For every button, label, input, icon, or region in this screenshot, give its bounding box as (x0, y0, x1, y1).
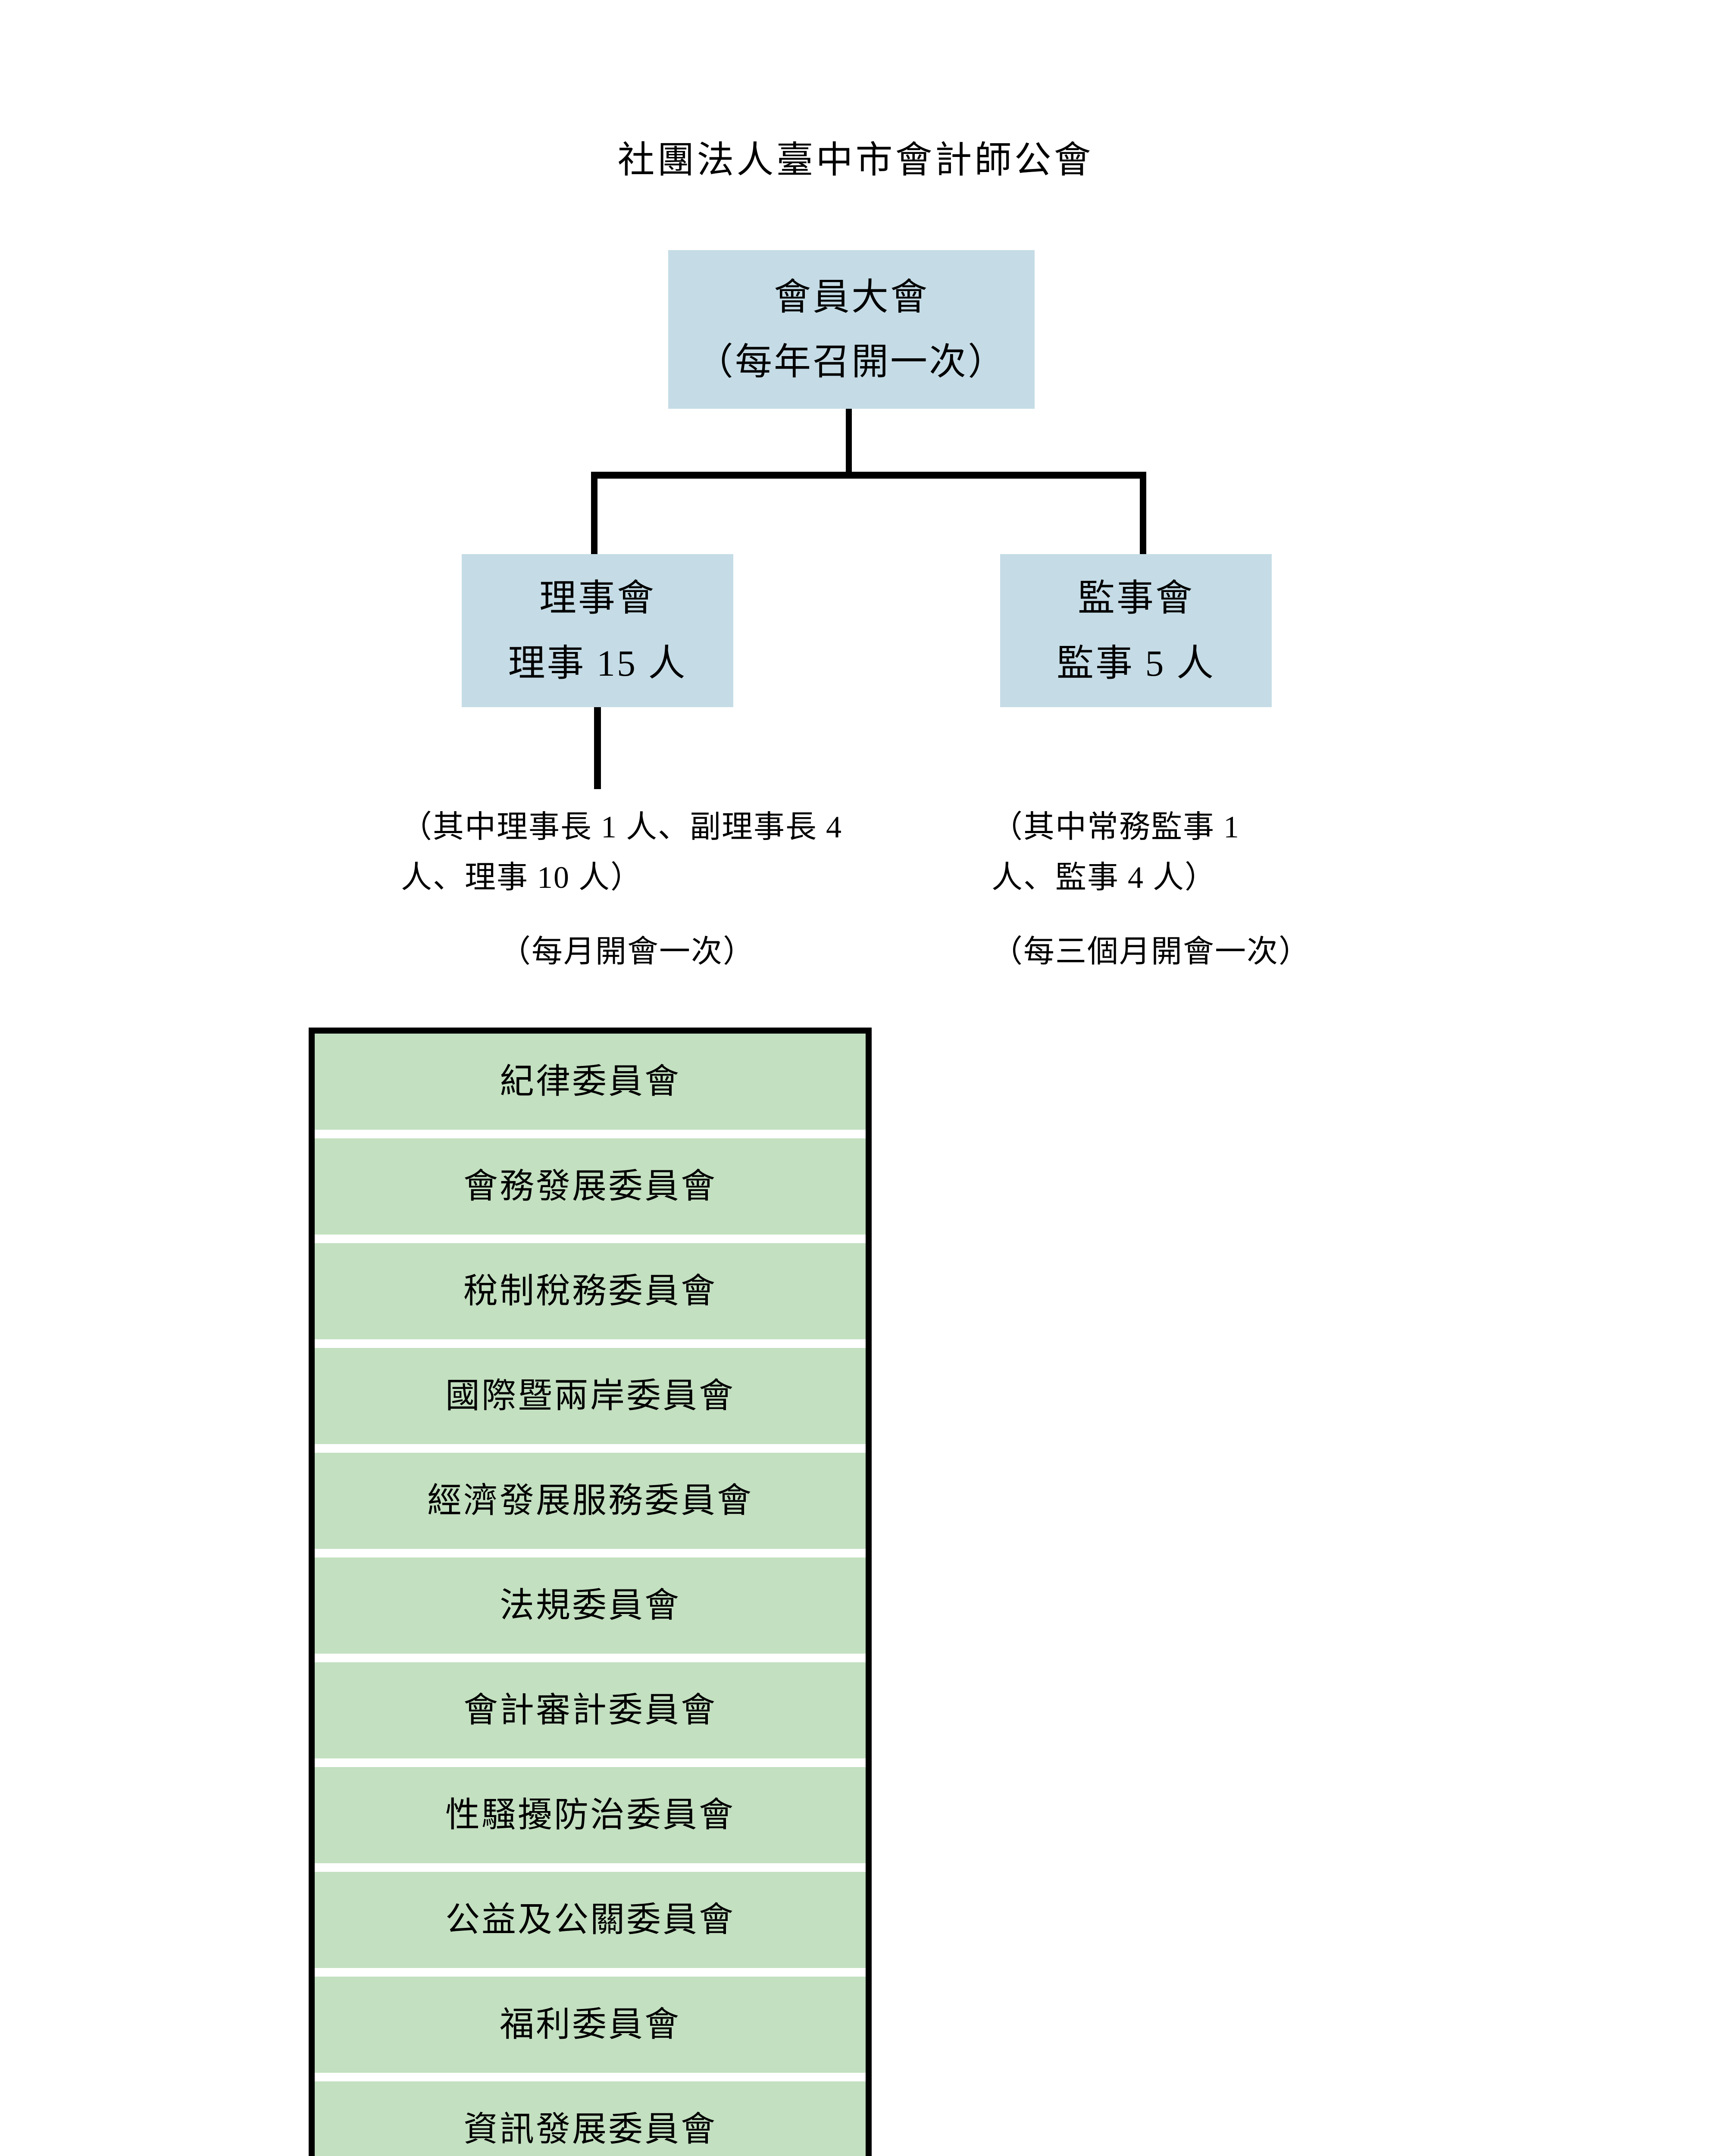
committee-item: 經濟發展服務委員會 (315, 1453, 866, 1549)
committee-item: 稅制稅務委員會 (315, 1243, 866, 1339)
annotation-supervisors-composition: （其中常務監事 1 人、監事 4 人） (992, 810, 1240, 895)
committee-list-panel: 紀律委員會 會務發展委員會 稅制稅務委員會 國際暨兩岸委員會 經濟發展服務委員會… (309, 1028, 872, 2156)
connector-supervisors-vertical (1140, 474, 1146, 557)
committee-item: 福利委員會 (315, 1977, 866, 2073)
node-board-of-supervisors: 監事會 監事 5 人 (1000, 554, 1272, 707)
annotation-directors-meeting: （每月開會一次） (499, 934, 755, 969)
connector-horizontal-bar (591, 472, 1146, 479)
connector-assembly-vertical (846, 409, 852, 474)
annotation-supervisors: （其中常務監事 1 人、監事 4 人） （每三個月開會一次） (992, 802, 1311, 977)
committee-item: 公益及公關委員會 (315, 1872, 866, 1968)
committee-item: 資訊發展委員會 (315, 2081, 866, 2156)
connector-directors-vertical (591, 474, 597, 557)
committee-item: 會務發展委員會 (315, 1138, 866, 1235)
annotation-directors: （其中理事長 1 人、副理事長 4 人、理事 10 人） （每月開會一次） (401, 802, 854, 977)
node-board-of-supervisors-line2: 監事 5 人 (1057, 642, 1215, 684)
annotation-supervisors-meeting: （每三個月開會一次） (992, 934, 1311, 969)
committee-item: 國際暨兩岸委員會 (315, 1348, 866, 1444)
node-board-of-directors: 理事會 理事 15 人 (462, 554, 733, 707)
committee-item: 會計審計委員會 (315, 1662, 866, 1758)
node-board-of-directors-line2: 理事 15 人 (508, 642, 687, 684)
committee-item: 性騷擾防治委員會 (315, 1767, 866, 1863)
committee-item: 法規委員會 (315, 1557, 866, 1654)
node-board-of-supervisors-line1: 監事會 (1078, 577, 1194, 619)
node-member-assembly-line1: 會員大會 (774, 276, 929, 318)
node-board-of-directors-line1: 理事會 (539, 577, 656, 619)
page-title: 社團法人臺中市會計師公會 (617, 139, 1094, 181)
node-member-assembly: 會員大會 （每年召開一次） (668, 250, 1035, 409)
node-member-assembly-line2: （每年召開一次） (696, 341, 1007, 382)
connector-committees-vertical (594, 707, 601, 789)
committee-item: 紀律委員會 (315, 1034, 866, 1130)
annotation-directors-composition: （其中理事長 1 人、副理事長 4 人、理事 10 人） (401, 810, 843, 895)
